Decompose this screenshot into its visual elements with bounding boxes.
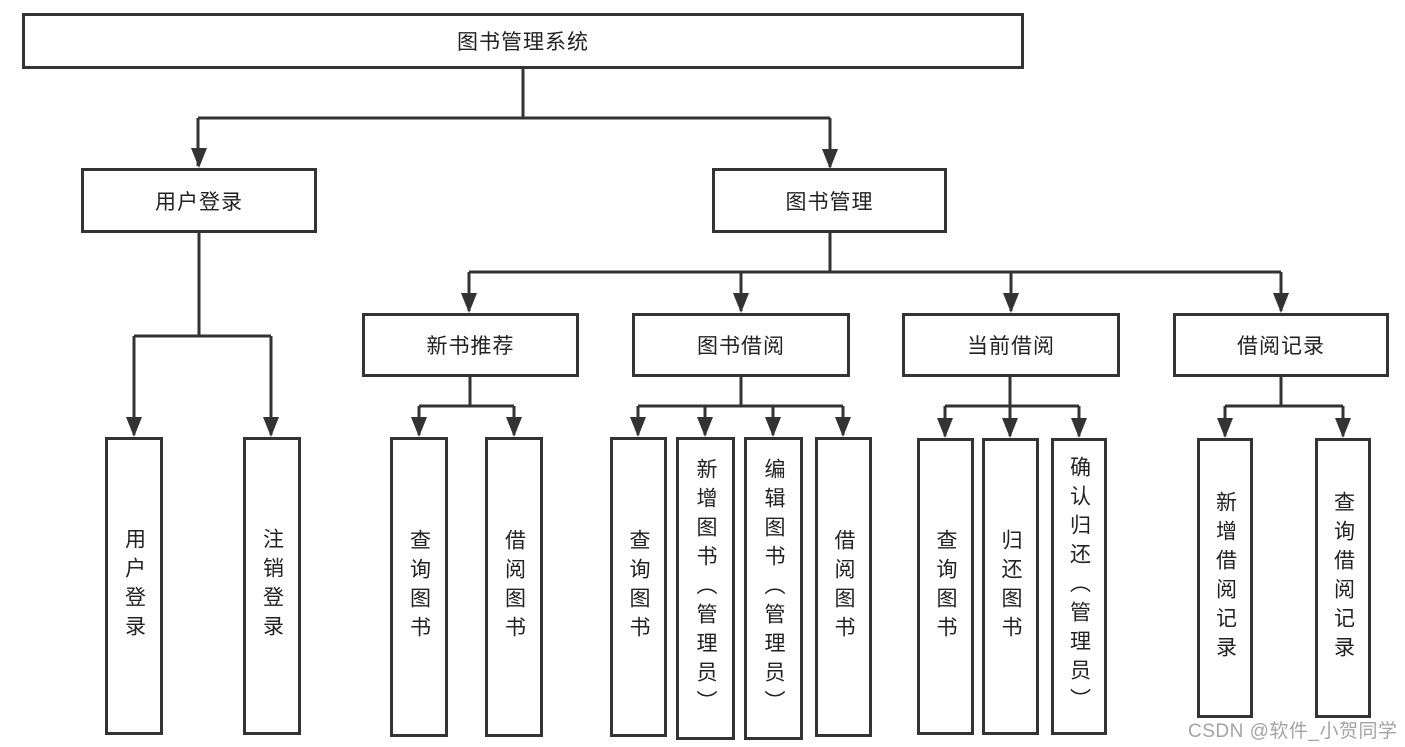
leaf-cb-confirm-return-admin: 确认归还（管理员）: [1051, 438, 1107, 735]
leaf-cb-query-books-label: 查询图书: [934, 528, 957, 645]
leaf-bb-query-books-label: 查询图书: [627, 529, 650, 645]
arrowhead-icon: [1002, 418, 1018, 438]
arrowhead-icon: [937, 418, 953, 438]
arrowhead-icon: [1335, 418, 1351, 438]
leaf-bb-edit-books-admin-label: 编辑图书（管理员）: [762, 458, 785, 719]
edge-lines: [132, 69, 1345, 436]
node-current-borrowing: 当前借阅: [902, 313, 1120, 377]
arrowhead-icon: [822, 149, 838, 169]
leaf-cb-return-books-label: 归还图书: [999, 528, 1022, 645]
arrowhead-icon: [765, 417, 781, 437]
arrowhead-icon: [697, 417, 713, 437]
leaf-bb-edit-books-admin: 编辑图书（管理员）: [744, 437, 803, 740]
leaf-br-add-record-label: 新增借阅记录: [1213, 491, 1237, 665]
arrowhead-icon: [263, 417, 279, 437]
arrowhead-icon: [461, 293, 477, 313]
node-library-management-system: 图书管理系统: [22, 13, 1024, 69]
leaf-br-add-record: 新增借阅记录: [1197, 438, 1253, 718]
node-book-management: 图书管理: [712, 168, 947, 233]
arrowhead-icon: [506, 417, 522, 437]
leaf-bb-borrow-books-label: 借阅图书: [832, 529, 855, 645]
leaf-br-query-record: 查询借阅记录: [1315, 438, 1371, 718]
node-book-borrowing: 图书借阅: [632, 313, 850, 377]
leaf-cb-return-books: 归还图书: [982, 438, 1039, 735]
arrowhead-icon: [835, 417, 851, 437]
leaf-bb-add-books-admin-label: 新增图书（管理员）: [694, 458, 717, 719]
leaf-logout-label: 注销登录: [260, 528, 284, 644]
leaf-user-login-label: 用户登录: [122, 528, 146, 644]
arrowhead-icon: [191, 148, 207, 168]
arrowhead-icon: [1071, 418, 1087, 438]
arrowhead-icon: [126, 417, 142, 437]
node-user-login: 用户登录: [81, 168, 317, 233]
arrowhead-icon: [1217, 418, 1233, 438]
arrowhead-icon: [411, 417, 427, 437]
leaf-cb-query-books: 查询图书: [917, 438, 974, 735]
arrowhead-icon: [733, 293, 749, 313]
csdn-watermark: CSDN @软件_小贺同学: [1188, 721, 1398, 742]
arrowhead-icon: [630, 417, 646, 437]
leaf-nbr-borrow-books-label: 借阅图书: [502, 529, 526, 645]
node-borrowing-records: 借阅记录: [1173, 313, 1389, 377]
arrowhead-icon: [1273, 293, 1289, 313]
leaf-user-login: 用户登录: [105, 437, 163, 735]
leaf-br-query-record-label: 查询借阅记录: [1331, 491, 1355, 665]
arrowhead-icon: [1003, 293, 1019, 313]
leaf-nbr-query-books-label: 查询图书: [407, 529, 431, 645]
leaf-nbr-borrow-books: 借阅图书: [485, 437, 543, 737]
leaf-bb-borrow-books: 借阅图书: [815, 437, 872, 737]
leaf-nbr-query-books: 查询图书: [390, 437, 448, 737]
arrowheads: [126, 148, 1351, 438]
leaf-logout: 注销登录: [243, 437, 301, 735]
node-new-book-recommendation: 新书推荐: [362, 313, 579, 377]
leaf-bb-query-books: 查询图书: [610, 437, 667, 737]
leaf-bb-add-books-admin: 新增图书（管理员）: [676, 437, 735, 740]
leaf-cb-confirm-return-admin-label: 确认归还（管理员）: [1067, 456, 1091, 717]
